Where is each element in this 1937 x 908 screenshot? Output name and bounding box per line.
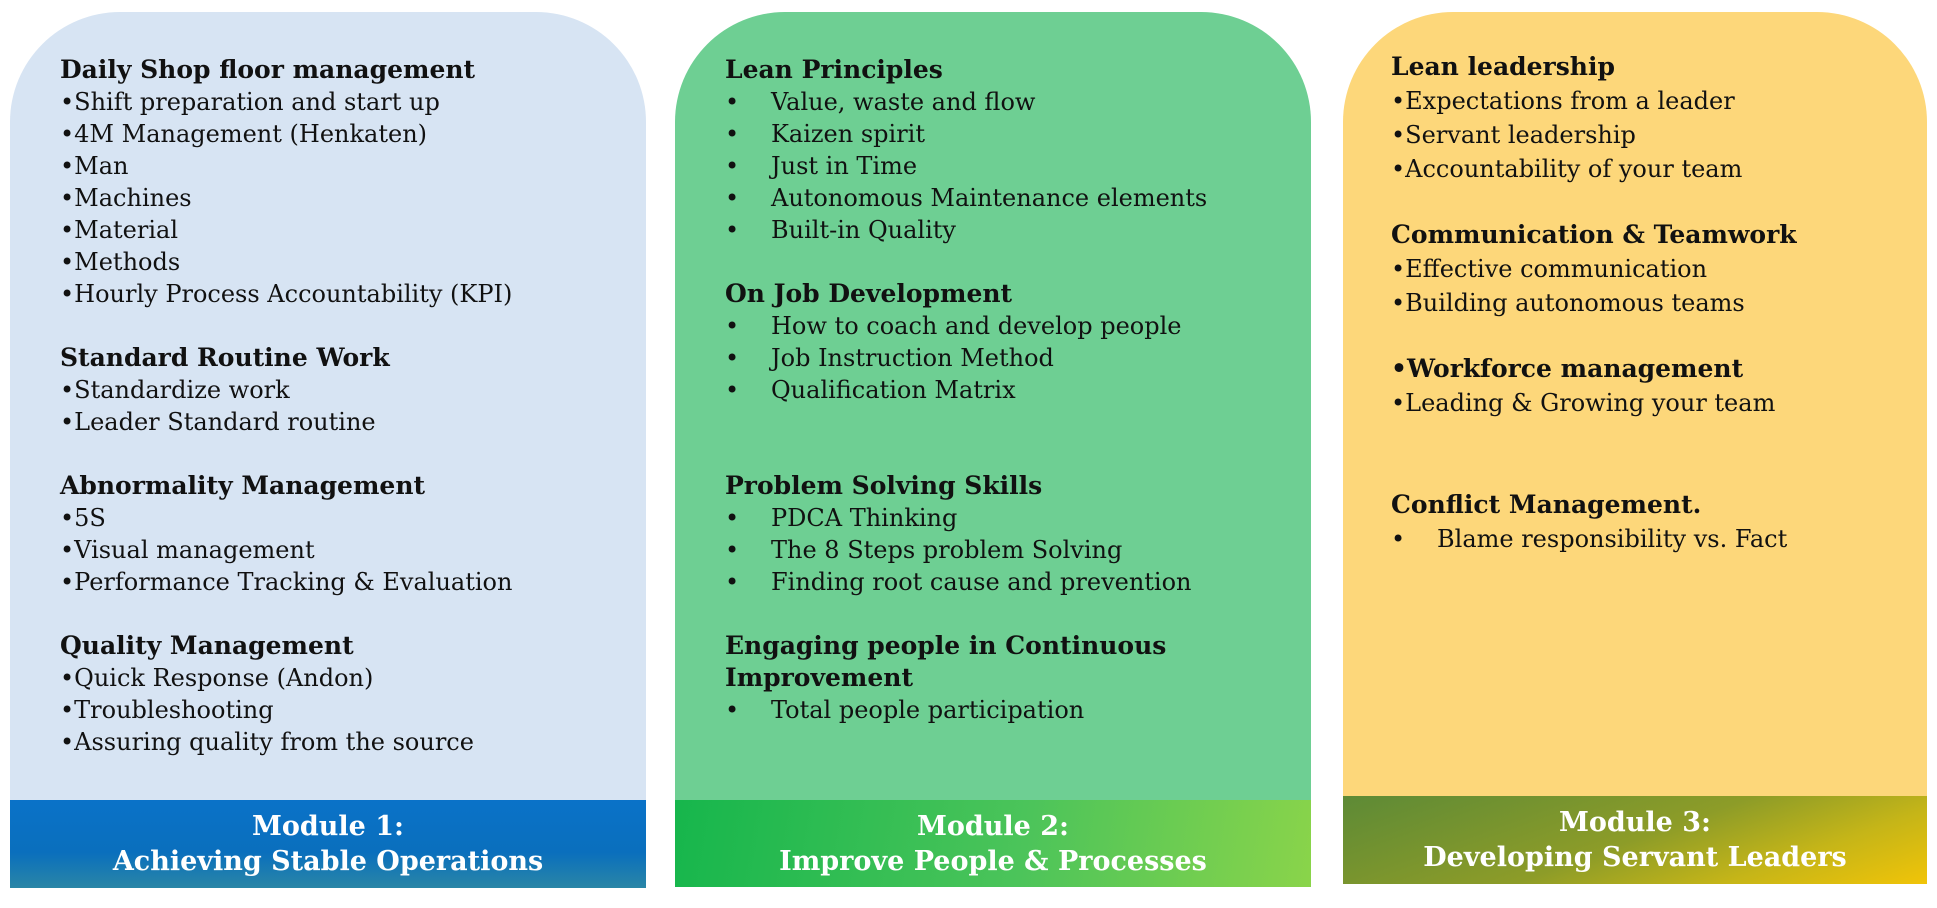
list-item: 5S — [60, 502, 646, 534]
module-3-label: Module 3: — [1559, 807, 1711, 838]
list-item: Job Instruction Method — [725, 342, 1311, 374]
section-heading: Lean leadership — [1391, 52, 1615, 81]
list-item: Shift preparation and start up — [60, 86, 646, 118]
list-item: Servant leadership — [1391, 118, 1927, 152]
section-heading: Conflict Management. — [1391, 490, 1702, 519]
list-item: Standardize work — [60, 374, 646, 406]
list-item: Total people participation — [725, 694, 1311, 726]
module-1-label: Module 1: — [252, 811, 404, 842]
list-item: Quick Response (Andon) — [60, 662, 646, 694]
bullet-list: Shift preparation and start up 4M Manage… — [60, 86, 646, 310]
module-3-title: Developing Servant Leaders — [1423, 842, 1847, 873]
list-item: Blame responsibility vs. Fact — [1391, 522, 1927, 556]
list-item: Performance Tracking & Evaluation — [60, 566, 646, 598]
list-item: 4M Management (Henkaten) — [60, 118, 646, 150]
section-engaging-people: Engaging people in Continuous Improvemen… — [725, 630, 1311, 726]
list-item: Expectations from a leader — [1391, 84, 1927, 118]
list-item: Leading & Growing your team — [1391, 386, 1927, 420]
list-item: Hourly Process Accountability (KPI) — [60, 278, 646, 310]
module-1-content: Daily Shop floor management Shift prepar… — [10, 54, 646, 758]
section-abnormality-management: Abnormality Management 5S Visual managem… — [60, 470, 646, 598]
section-heading: Communication & Teamwork — [1391, 220, 1797, 249]
bullet-list: 5S Visual management Performance Trackin… — [60, 502, 646, 598]
section-standard-routine-work: Standard Routine Work Standardize work L… — [60, 342, 646, 438]
section-lean-principles: Lean Principles Value, waste and flow Ka… — [725, 54, 1311, 246]
section-conflict-management: Conflict Management. Blame responsibilit… — [1391, 488, 1927, 556]
bullet-list: Total people participation — [725, 694, 1311, 726]
module-1-card: Daily Shop floor management Shift prepar… — [10, 12, 646, 888]
bullet-list: Standardize work Leader Standard routine — [60, 374, 646, 438]
section-heading: Engaging people in Continuous — [725, 631, 1167, 660]
list-item: Finding root cause and prevention — [725, 566, 1311, 598]
section-heading: On Job Development — [725, 279, 1013, 308]
section-heading: Quality Management — [60, 631, 354, 660]
bullet-list: Expectations from a leader Servant leade… — [1391, 84, 1927, 186]
list-item: Material — [60, 214, 646, 246]
list-item: Visual management — [60, 534, 646, 566]
section-heading: Problem Solving Skills — [725, 471, 1043, 500]
section-on-job-development: On Job Development How to coach and deve… — [725, 278, 1311, 406]
list-item: Troubleshooting — [60, 694, 646, 726]
module-1-footer: Module 1: Achieving Stable Operations — [10, 800, 646, 888]
bullet-list: Leading & Growing your team — [1391, 386, 1927, 420]
list-item: Man — [60, 150, 646, 182]
list-item: Accountability of your team — [1391, 152, 1927, 186]
section-lean-leadership: Lean leadership Expectations from a lead… — [1391, 50, 1927, 186]
bullet-list: Quick Response (Andon) Troubleshooting A… — [60, 662, 646, 758]
section-quality-management: Quality Management Quick Response (Andon… — [60, 630, 646, 758]
bullet-list: Blame responsibility vs. Fact — [1391, 522, 1927, 556]
section-heading-continued: Improvement — [725, 663, 913, 692]
list-item: Machines — [60, 182, 646, 214]
list-item: Effective communication — [1391, 252, 1927, 286]
module-3-content: Lean leadership Expectations from a lead… — [1343, 50, 1927, 556]
list-item: Built-in Quality — [725, 214, 1311, 246]
section-heading: Lean Principles — [725, 55, 943, 84]
list-item: Kaizen spirit — [725, 118, 1311, 150]
bullet-list: Effective communication Building autonom… — [1391, 252, 1927, 320]
module-2-card: Lean Principles Value, waste and flow Ka… — [675, 12, 1311, 887]
module-1-title: Achieving Stable Operations — [112, 846, 544, 877]
list-item: Building autonomous teams — [1391, 286, 1927, 320]
section-heading: Daily Shop floor management — [60, 55, 476, 84]
section-heading: Standard Routine Work — [60, 343, 390, 372]
list-item: Just in Time — [725, 150, 1311, 182]
section-daily-shop-floor: Daily Shop floor management Shift prepar… — [60, 54, 646, 310]
list-item: PDCA Thinking — [725, 502, 1311, 534]
list-item: Assuring quality from the source — [60, 726, 646, 758]
module-2-label: Module 2: — [917, 810, 1069, 842]
section-communication-teamwork: Communication & Teamwork Effective commu… — [1391, 218, 1927, 320]
list-item: How to coach and develop people — [725, 310, 1311, 342]
bullet-list: How to coach and develop people Job Inst… — [725, 310, 1311, 406]
bullet-list: Value, waste and flow Kaizen spirit Just… — [725, 86, 1311, 246]
section-workforce-management: •Workforce management Leading & Growing … — [1391, 352, 1927, 420]
bullet-list: PDCA Thinking The 8 Steps problem Solvin… — [725, 502, 1311, 598]
section-heading: •Workforce management — [1391, 354, 1744, 383]
module-2-footer: Module 2: Improve People & Processes — [675, 800, 1311, 887]
section-heading: Abnormality Management — [60, 471, 426, 500]
module-2-title: Improve People & Processes — [779, 845, 1207, 877]
list-item: Leader Standard routine — [60, 406, 646, 438]
list-item: Autonomous Maintenance elements — [725, 182, 1311, 214]
list-item: Value, waste and flow — [725, 86, 1311, 118]
module-3-footer: Module 3: Developing Servant Leaders — [1343, 796, 1927, 884]
section-problem-solving-skills: Problem Solving Skills PDCA Thinking The… — [725, 470, 1311, 598]
module-2-content: Lean Principles Value, waste and flow Ka… — [675, 54, 1311, 726]
list-item: Methods — [60, 246, 646, 278]
list-item: Qualification Matrix — [725, 374, 1311, 406]
list-item: The 8 Steps problem Solving — [725, 534, 1311, 566]
module-3-card: Lean leadership Expectations from a lead… — [1343, 12, 1927, 884]
